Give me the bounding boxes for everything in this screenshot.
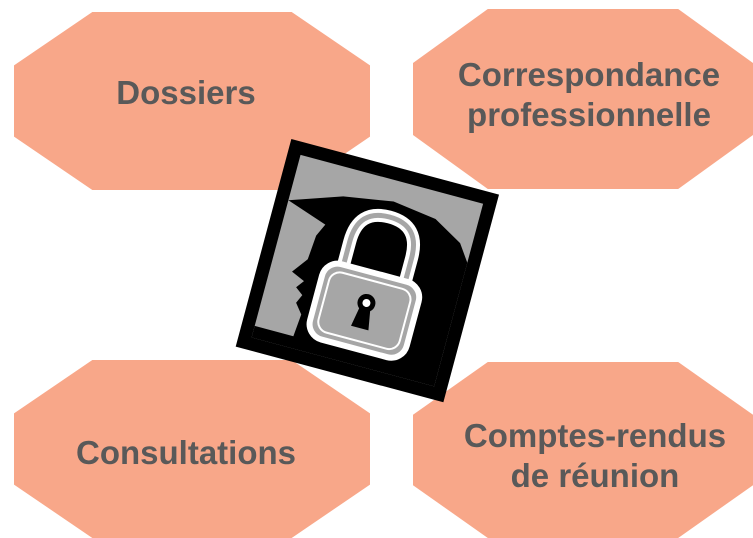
box-correspondance-line1: Correspondance — [457, 56, 721, 94]
box-comptes-rendus-line2: de réunion — [510, 457, 680, 494]
box-correspondance-label: Correspondance professionnelle — [458, 55, 720, 134]
box-consultations: Consultations — [14, 360, 370, 538]
box-correspondance-line2: professionnelle — [467, 96, 711, 133]
box-dossiers: Dossiers — [14, 12, 370, 190]
box-comptes-rendus: Comptes-rendus de réunion — [413, 362, 753, 538]
box-comptes-rendus-line1: Comptes-rendus — [463, 417, 727, 455]
box-comptes-rendus-label: Comptes-rendus de réunion — [464, 416, 726, 495]
box-dossiers-label: Dossiers — [116, 74, 256, 112]
head-with-padlock-icon — [235, 138, 500, 403]
box-consultations-label: Consultations — [76, 434, 296, 472]
box-correspondance: Correspondance professionnelle — [413, 9, 753, 189]
